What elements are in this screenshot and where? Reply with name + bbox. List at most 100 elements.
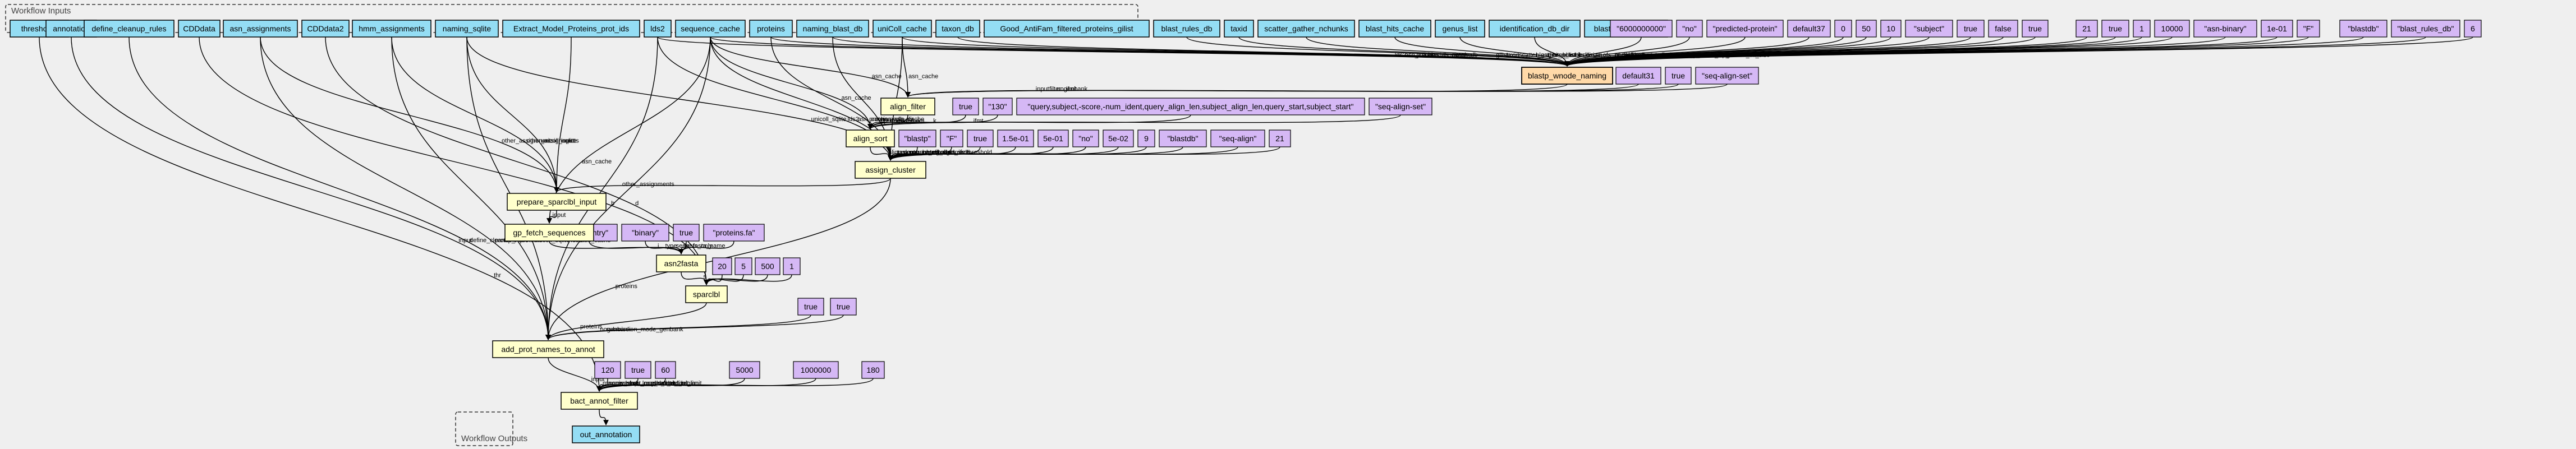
- param-node-p-s4[interactable]: 1.5e-01: [997, 129, 1034, 147]
- step-node-align-sort[interactable]: align_sort: [846, 129, 895, 147]
- step-node-blastp-wnode-naming[interactable]: blastp_wnode_naming: [1521, 67, 1613, 85]
- param-node-p-t1[interactable]: 120: [594, 361, 621, 379]
- param-node-p-b6-label: 50: [1862, 24, 1871, 33]
- input-node-blast-rules-db[interactable]: blast_rules_db: [1153, 20, 1220, 38]
- param-node-p-f3[interactable]: "query,subject,-score,-num_ident,query_a…: [1016, 98, 1365, 115]
- param-node-p-t6[interactable]: 180: [861, 361, 885, 379]
- input-node-genus-list[interactable]: genus_list: [1435, 20, 1485, 38]
- input-node-taxid[interactable]: taxid: [1224, 20, 1254, 38]
- input-node-lds2[interactable]: lds2: [644, 20, 672, 38]
- param-node-p-b3[interactable]: "predicted-protein": [1706, 20, 1784, 38]
- param-node-p-s10[interactable]: "seq-align": [1210, 129, 1265, 147]
- param-node-p-b17[interactable]: 1e-01: [2261, 20, 2293, 38]
- param-node-p-s7-box: [1103, 129, 1134, 147]
- param-node-p-s9[interactable]: "blastdb": [1159, 129, 1207, 147]
- input-node-identification-db-dir[interactable]: identification_db_dir: [1489, 20, 1581, 38]
- step-node-sparclbl[interactable]: sparclbl: [685, 285, 728, 303]
- param-node-p-a3[interactable]: true: [673, 224, 700, 242]
- param-node-p-s7-label: 5e-02: [1108, 134, 1128, 143]
- param-node-p-c4[interactable]: 1: [783, 257, 801, 275]
- input-node-blast-hits-cache[interactable]: blast_hits_cache: [1358, 20, 1431, 38]
- param-node-p-s7[interactable]: 5e-02: [1103, 129, 1134, 147]
- param-node-p-b6[interactable]: 50: [1856, 20, 1877, 38]
- param-node-p-f4[interactable]: "seq-align-set": [1369, 98, 1432, 115]
- param-node-p-b7[interactable]: 10: [1880, 20, 1902, 38]
- param-node-p-a4[interactable]: "proteins.fa": [703, 224, 765, 242]
- param-node-p-b18[interactable]: "F": [2297, 20, 2320, 38]
- param-node-p-t3[interactable]: 60: [655, 361, 676, 379]
- param-node-p-c3[interactable]: 500: [755, 257, 780, 275]
- step-node-add-prot-names-to-annot[interactable]: add_prot_names_to_annot: [492, 340, 604, 358]
- step-node-assign-cluster[interactable]: assign_cluster: [855, 161, 926, 179]
- step-node-gp-fetch-sequences[interactable]: gp_fetch_sequences: [504, 224, 594, 242]
- param-node-p-t5[interactable]: 1000000: [793, 361, 839, 379]
- param-node-p-c1[interactable]: 20: [712, 257, 732, 275]
- output-node-out-annotation[interactable]: out_annotation: [572, 425, 640, 443]
- param-node-p-s8[interactable]: 9: [1137, 129, 1155, 147]
- input-node-asn-assignments[interactable]: asn_assignments: [223, 20, 298, 38]
- param-node-p-b24[interactable]: "seq-align-set": [1695, 67, 1759, 85]
- input-node-naming-sqlite[interactable]: naming_sqlite: [435, 20, 499, 38]
- edge-add-prot-names-to-annot-to-bact-annot-filter: [548, 357, 602, 392]
- input-node-cdddata2[interactable]: CDDdata2: [301, 20, 350, 38]
- step-node-align-filter[interactable]: align_filter: [880, 98, 935, 115]
- step-node-asn2fasta[interactable]: asn2fasta: [656, 254, 706, 272]
- step-node-align-sort-box: [846, 129, 895, 147]
- param-node-p-b21[interactable]: 6: [2464, 20, 2482, 38]
- input-node-naming-blast-db[interactable]: naming_blast_db: [796, 20, 869, 38]
- param-node-p-b12[interactable]: 21: [2076, 20, 2098, 38]
- param-node-p-b11[interactable]: true: [2022, 20, 2049, 38]
- input-node-unicoll-cache[interactable]: uniColl_cache: [873, 20, 932, 38]
- param-node-p-b4[interactable]: default37: [1787, 20, 1831, 38]
- param-node-p-s6[interactable]: "no": [1072, 129, 1099, 147]
- param-node-p-t4[interactable]: 5000: [729, 361, 760, 379]
- input-node-hmm-assignments[interactable]: hmm_assignments: [352, 20, 431, 38]
- input-node-scatter-gather-nchunks[interactable]: scatter_gather_nchunks: [1257, 20, 1355, 38]
- param-node-p-b9[interactable]: true: [1957, 20, 1985, 38]
- param-node-p-b2[interactable]: "no": [1676, 20, 1703, 38]
- param-node-p-a2-label: "binary": [632, 228, 659, 237]
- param-node-p-b22[interactable]: default31: [1615, 67, 1661, 85]
- param-node-p-s3[interactable]: true: [967, 129, 994, 147]
- input-node-cdddata[interactable]: CDDdata: [178, 20, 221, 38]
- param-node-p-s2[interactable]: "F": [940, 129, 963, 147]
- param-node-p-b4-label: default37: [1793, 24, 1825, 33]
- param-node-p-b15[interactable]: 10000: [2154, 20, 2190, 38]
- input-node-sequence-cache[interactable]: sequence_cache: [675, 20, 746, 38]
- param-node-p-c2[interactable]: 5: [734, 257, 752, 275]
- param-node-p-t2[interactable]: true: [625, 361, 651, 379]
- param-node-p-b10[interactable]: false: [1988, 20, 2018, 38]
- input-node-proteins[interactable]: proteins: [749, 20, 793, 38]
- param-node-p-f1[interactable]: true: [952, 98, 979, 115]
- input-node-blast-hits-cache-box: [1358, 20, 1431, 38]
- edge-label-sparclbl-to-add-prot-names-to-annot: proteins: [580, 323, 603, 330]
- step-node-prepare-sparclbl-input[interactable]: prepare_sparclbl_input: [507, 193, 607, 211]
- param-node-p-f2[interactable]: "130": [982, 98, 1013, 115]
- param-node-p-b5[interactable]: 0: [1834, 20, 1852, 38]
- param-node-p-t1-box: [594, 361, 621, 379]
- param-node-p-a2[interactable]: "binary": [621, 224, 669, 242]
- step-node-bact-annot-filter[interactable]: bact_annot_filter: [561, 392, 638, 410]
- param-node-p-b1[interactable]: "6000000000": [1610, 20, 1673, 38]
- input-node-define-cleanup-rules[interactable]: define_cleanup_rules: [84, 20, 175, 38]
- param-node-p-s5[interactable]: 5e-01: [1037, 129, 1069, 147]
- param-node-p-b10-label: false: [1995, 24, 2012, 33]
- param-node-p-b19[interactable]: "blastdb": [2339, 20, 2387, 38]
- edge-label-p-f4-to-align-sort: ifmt: [974, 118, 984, 124]
- param-node-p-b16[interactable]: "asn-binary": [2193, 20, 2257, 38]
- param-node-p-b20[interactable]: "blast_rules_db": [2391, 20, 2460, 38]
- input-node-extract-model-proteins-prot-ids[interactable]: Extract_Model_Proteins_prot_ids: [502, 20, 640, 38]
- param-node-p-b14-label: 1: [2139, 24, 2144, 33]
- param-node-p-b14[interactable]: 1: [2133, 20, 2151, 38]
- param-node-p-s11[interactable]: 21: [1269, 129, 1291, 147]
- param-node-p-n1[interactable]: true: [797, 298, 824, 316]
- param-node-p-b1-label: "6000000000": [1617, 24, 1666, 33]
- param-node-p-n2[interactable]: true: [830, 298, 857, 316]
- param-node-p-b13[interactable]: true: [2101, 20, 2129, 38]
- param-node-p-b23[interactable]: true: [1665, 67, 1692, 85]
- param-node-p-s1[interactable]: "blastp": [898, 129, 936, 147]
- input-node-good-antifam-filtered-proteins-gilist[interactable]: Good_AntiFam_filtered_proteins_gilist: [984, 20, 1150, 38]
- input-node-taxon-db[interactable]: taxon_db: [935, 20, 980, 38]
- param-node-p-b8[interactable]: "subject": [1905, 20, 1953, 38]
